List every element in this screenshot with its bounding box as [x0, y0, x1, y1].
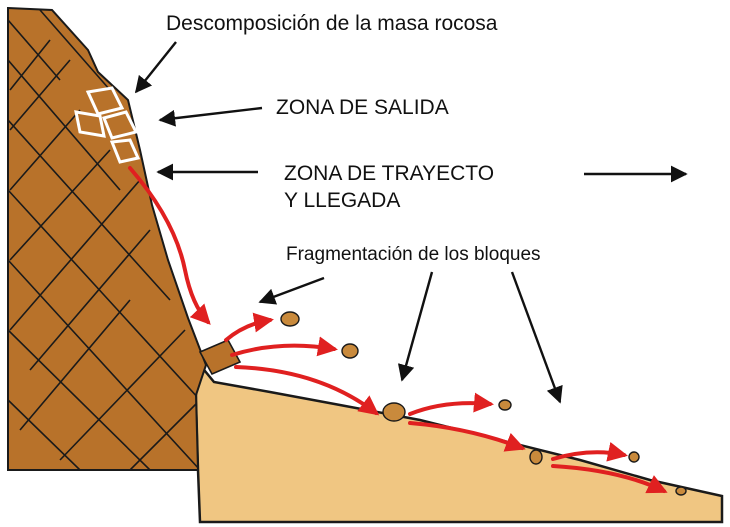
fragment	[498, 399, 512, 411]
pointer-arrows	[134, 41, 688, 404]
arrow-frag-2	[397, 271, 434, 382]
fragment	[529, 449, 543, 465]
trajectory-arrows	[128, 166, 668, 494]
fragment	[382, 402, 406, 422]
label-trajectory-line1: ZONA DE TRAYECTO	[284, 162, 494, 185]
rock-cliff	[7, 6, 208, 471]
talus-deposit	[194, 356, 724, 524]
arrow-departure	[158, 106, 263, 127]
label-fragmentation: Fragmentación de los bloques	[286, 244, 541, 265]
fallen-block	[198, 338, 242, 376]
arrow-decomposition	[134, 41, 177, 94]
label-departure-zone: ZONA DE SALIDA	[276, 96, 449, 119]
fragment	[280, 311, 300, 327]
arrow-frag-1	[258, 276, 325, 305]
arrow-frag-3	[510, 271, 563, 404]
fracture-lines	[8, 9, 201, 470]
rock-fragments	[280, 311, 687, 496]
label-decomposition: Descomposición de la masa rocosa	[166, 12, 498, 35]
label-trajectory-line2: Y LLEGADA	[284, 189, 400, 212]
fragment	[341, 343, 359, 359]
release-blocks	[74, 86, 141, 164]
fragment	[628, 451, 640, 463]
fragment	[675, 486, 687, 496]
